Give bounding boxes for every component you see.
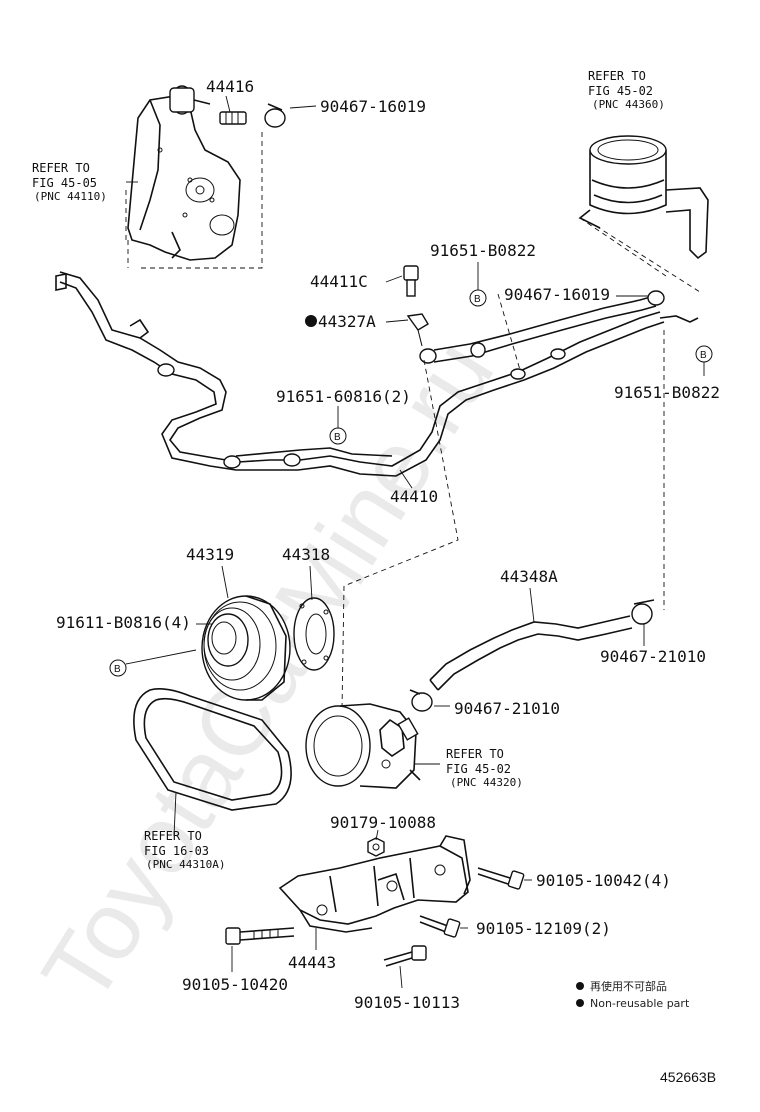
label-90105-10113[interactable]: 90105-10113 [354, 993, 460, 1012]
svg-text:FIG 45-02: FIG 45-02 [588, 84, 653, 98]
nut-90179-10088 [367, 837, 385, 857]
svg-text:(PNC 44110): (PNC 44110) [34, 190, 107, 203]
tube-assembly-44410 [55, 271, 665, 477]
svg-text:B: B [700, 350, 707, 361]
marker-b-right: B [695, 345, 713, 363]
illustration-code: 452663B [660, 1069, 716, 1085]
label-90105-12109[interactable]: 90105-12109(2) [476, 919, 611, 938]
label-44318[interactable]: 44318 [282, 545, 330, 564]
label-90179-10088[interactable]: 90179-10088 [330, 813, 436, 832]
svg-text:B: B [334, 432, 341, 443]
label-44416[interactable]: 44416 [206, 77, 254, 96]
pulley-44319 [201, 595, 291, 701]
reservoir-illustration [578, 135, 709, 260]
label-90105-10420[interactable]: 90105-10420 [182, 975, 288, 994]
legend-japanese: 再使用不可部品 [590, 979, 667, 993]
pump-illustration [305, 703, 421, 789]
refer-reservoir[interactable]: REFER TO FIG 45-02 (PNC 44360) [588, 69, 665, 111]
plate-44318 [293, 597, 335, 671]
label-90467-21010-right[interactable]: 90467-21010 [600, 647, 706, 666]
svg-text:B: B [474, 294, 481, 305]
v-belt [133, 688, 292, 811]
svg-text:(PNC 44360): (PNC 44360) [592, 98, 665, 111]
refer-belt[interactable]: REFER TO FIG 16-03 (PNC 44310A) [144, 829, 225, 871]
union-bolt-44416 [219, 111, 247, 125]
clamp-44327A [406, 313, 429, 347]
refer-pump[interactable]: REFER TO FIG 45-02 (PNC 44320) [446, 747, 523, 789]
label-90467-16019-top[interactable]: 90467-16019 [320, 97, 426, 116]
bolt-90105-10420 [225, 927, 295, 945]
label-44327A[interactable]: 44327A [318, 312, 376, 331]
refer-gear[interactable]: REFER TO FIG 45-05 (PNC 44110) [32, 161, 107, 203]
svg-text:REFER TO: REFER TO [144, 829, 202, 843]
marker-b-pulley: B [109, 659, 127, 677]
label-44319[interactable]: 44319 [186, 545, 234, 564]
steering-gear-illustration [127, 85, 241, 261]
leader-lines [125, 95, 705, 989]
svg-text:REFER TO: REFER TO [446, 747, 504, 761]
label-44443[interactable]: 44443 [288, 953, 336, 972]
label-44410[interactable]: 44410 [390, 487, 438, 506]
svg-text:FIG 45-05: FIG 45-05 [32, 176, 97, 190]
label-90467-21010-pump[interactable]: 90467-21010 [454, 699, 560, 718]
label-90467-16019-right[interactable]: 90467-16019 [504, 285, 610, 304]
marker-b-mid: B [469, 289, 487, 307]
label-91651-B0822-right[interactable]: 91651-B0822 [614, 383, 720, 402]
svg-text:FIG 16-03: FIG 16-03 [144, 844, 209, 858]
bolt-90105-10113 [383, 945, 427, 967]
svg-text:B: B [114, 664, 121, 675]
svg-text:FIG 45-02: FIG 45-02 [446, 762, 511, 776]
non-reusable-dot-44327A [305, 315, 317, 327]
svg-text:REFER TO: REFER TO [32, 161, 90, 175]
legend: 再使用不可部品 Non-reusable part [576, 979, 690, 1010]
label-44411C[interactable]: 44411C [310, 272, 368, 291]
bracket-44443 [278, 835, 471, 933]
hose-clamp-pump [409, 689, 433, 712]
bolt-90105-10042 [477, 867, 525, 890]
return-hose [419, 290, 699, 364]
svg-text:REFER TO: REFER TO [588, 69, 646, 83]
label-91651-60816[interactable]: 91651-60816(2) [276, 387, 411, 406]
suction-hose-44348A [429, 599, 655, 691]
legend-english: Non-reusable part [590, 997, 690, 1010]
label-90105-10042[interactable]: 90105-10042(4) [536, 871, 671, 890]
bolt-90105-12109 [419, 915, 461, 938]
svg-text:(PNC 44310A): (PNC 44310A) [146, 858, 225, 871]
label-91611-B0816[interactable]: 91611-B0816(4) [56, 613, 191, 632]
marker-b-tube: B [329, 427, 347, 445]
hose-clamp-top [264, 103, 286, 128]
svg-text:(PNC 44320): (PNC 44320) [450, 776, 523, 789]
union-44411C [403, 265, 419, 297]
label-91651-B0822-mid[interactable]: 91651-B0822 [430, 241, 536, 260]
label-44348A[interactable]: 44348A [500, 567, 558, 586]
